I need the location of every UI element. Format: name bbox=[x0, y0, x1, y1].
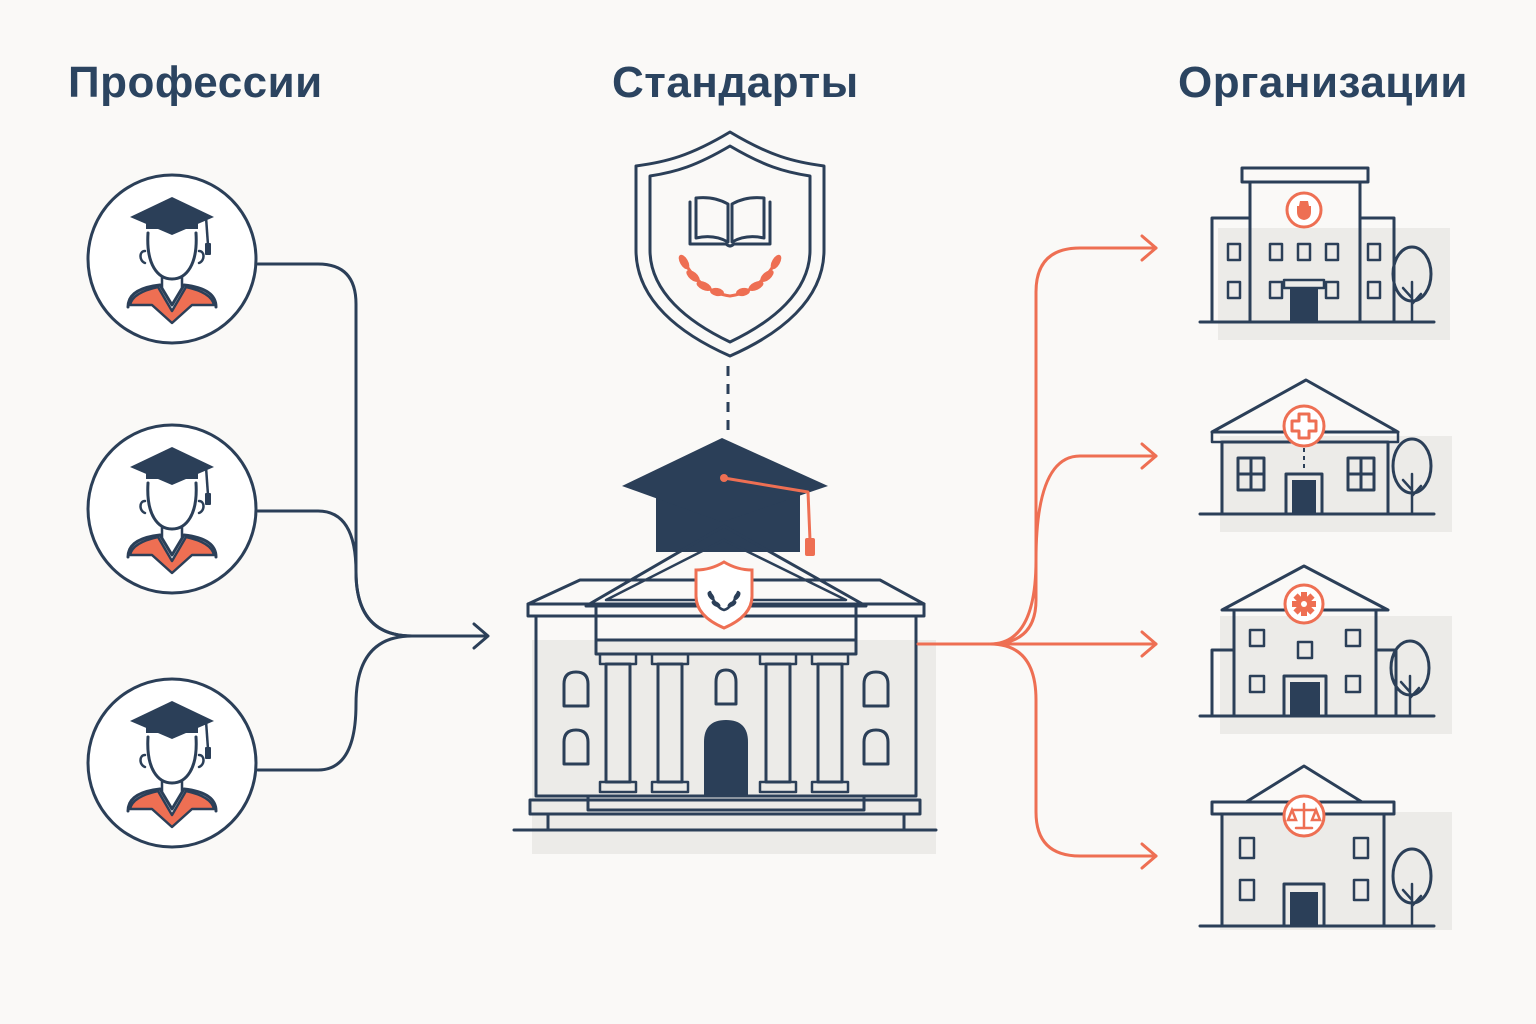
connector-professions-to-institution bbox=[256, 262, 490, 772]
heading-professions: Профессии bbox=[68, 58, 323, 107]
graduate-icon-2 bbox=[86, 423, 258, 595]
hospital-building-icon bbox=[1198, 166, 1450, 340]
court-building-icon bbox=[1198, 764, 1452, 930]
shield-book-laurel-icon bbox=[634, 130, 826, 358]
industry-building-icon bbox=[1198, 564, 1452, 734]
university-building-icon bbox=[512, 438, 938, 854]
graduate-icon-1 bbox=[86, 173, 258, 345]
connector-institution-to-organizations bbox=[916, 234, 1158, 870]
heading-organizations: Организации bbox=[1178, 58, 1468, 107]
heading-standards: Стандарты bbox=[612, 58, 859, 107]
graduate-icon-3 bbox=[86, 677, 258, 849]
clinic-building-icon bbox=[1198, 378, 1452, 532]
